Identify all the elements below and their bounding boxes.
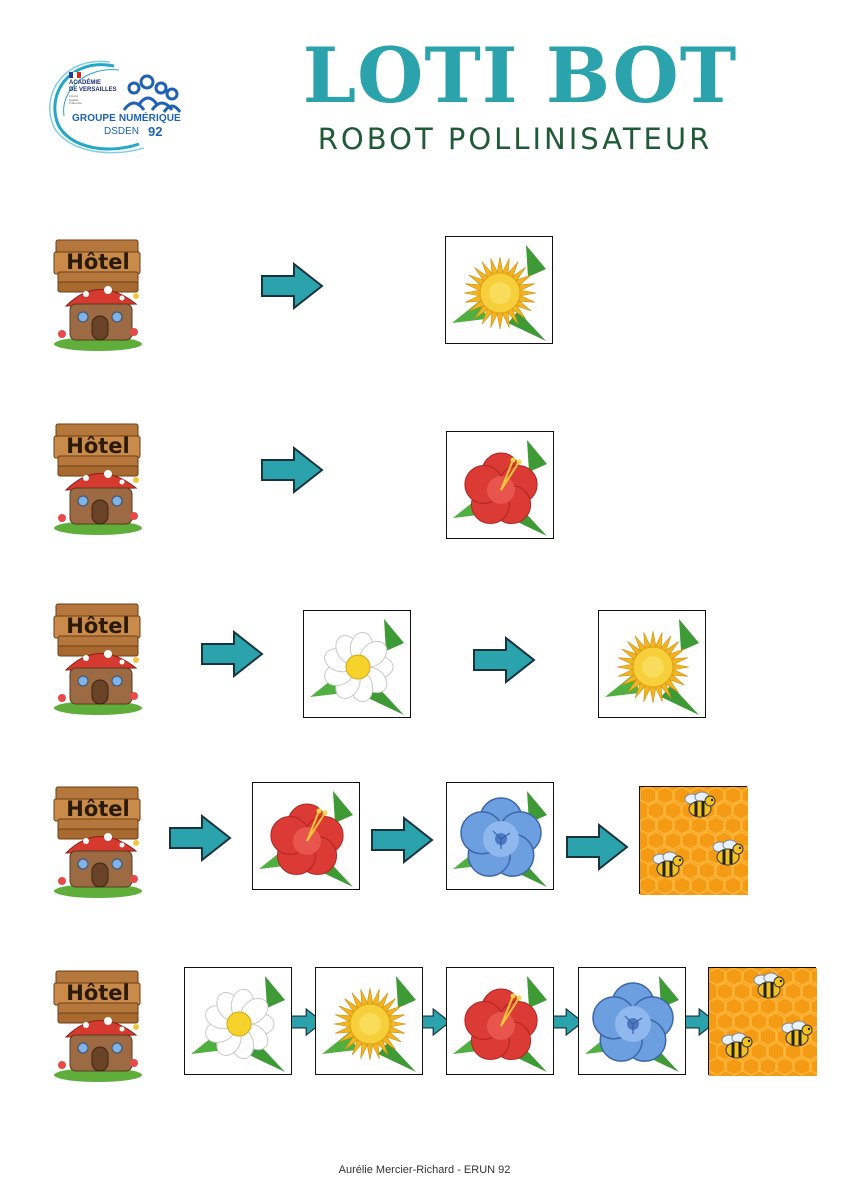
arrow-icon <box>370 815 434 865</box>
french-flag-icon <box>69 72 81 78</box>
arrow-icon <box>472 635 536 685</box>
groupe-numerique-label: GROUPE NUMÉRIQUE <box>72 113 181 124</box>
yellow-flower-icon <box>598 610 706 718</box>
arrow-icon <box>565 822 629 872</box>
hotel-icon-row-5: Hôtel <box>52 965 144 1083</box>
hotel-icon-row-4: Hôtel <box>52 781 144 899</box>
svg-text:Hôtel: Hôtel <box>66 250 129 274</box>
page-subtitle: ROBOT POLLINISATEUR <box>317 122 713 156</box>
white-flower-icon <box>184 967 292 1075</box>
logo-swirl-icon <box>49 60 182 154</box>
hotel-icon-row-2: Hôtel <box>52 418 144 536</box>
white-flower-icon <box>303 610 411 718</box>
dsden-label: DSDEN <box>104 126 140 137</box>
svg-text:Hôtel: Hôtel <box>66 797 129 821</box>
republic-motto: Liberté Égalité Fraternité <box>69 94 82 105</box>
svg-text:Hôtel: Hôtel <box>66 614 129 638</box>
yellow-flower-icon <box>445 236 553 344</box>
honeycomb-icon <box>708 967 817 1076</box>
hotel-icon-row-3: Hôtel <box>52 598 144 716</box>
academie-name: ACADÉMIE DE VERSAILLES <box>69 80 117 93</box>
page-title: LOTI BOT <box>302 31 738 120</box>
blue-flower-icon <box>578 967 686 1075</box>
svg-text:Hôtel: Hôtel <box>66 434 129 458</box>
red-flower-icon <box>252 782 360 890</box>
honeycomb-icon <box>639 786 748 895</box>
blue-flower-icon <box>446 782 554 890</box>
svg-text:Hôtel: Hôtel <box>66 981 129 1005</box>
hotel-icon-row-1: Hôtel <box>52 234 144 352</box>
red-flower-icon <box>446 431 554 539</box>
arrow-icon <box>200 629 264 679</box>
arrow-icon <box>168 813 232 863</box>
yellow-flower-icon <box>315 967 423 1075</box>
arrow-icon <box>260 261 324 311</box>
groupe-numerique-logo: ACADÉMIE DE VERSAILLES Liberté Égalité F… <box>44 58 194 158</box>
footer-credit: Aurélie Mercier-Richard - ERUN 92 <box>338 1164 511 1176</box>
department-number: 92 <box>148 124 163 139</box>
arrow-icon <box>260 445 324 495</box>
red-flower-icon <box>446 967 554 1075</box>
